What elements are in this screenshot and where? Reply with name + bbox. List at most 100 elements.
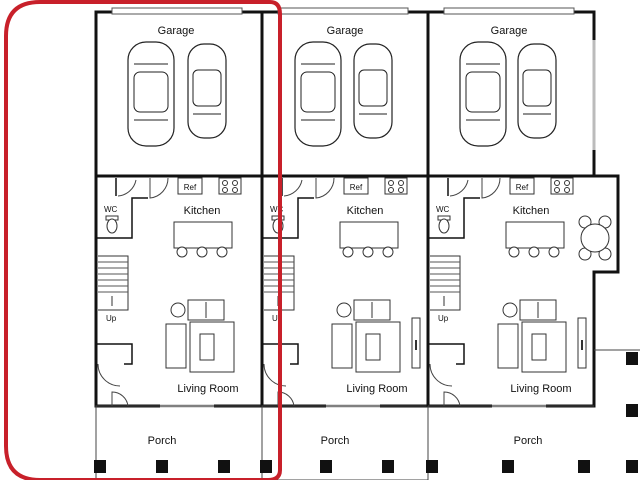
door-swing bbox=[111, 391, 129, 407]
garage-door bbox=[443, 7, 575, 15]
living-room-label: Living Room bbox=[346, 383, 407, 395]
stool bbox=[362, 246, 374, 258]
porch-label: Porch bbox=[148, 435, 177, 447]
porch-column bbox=[218, 460, 230, 473]
door-swing bbox=[449, 179, 469, 197]
porch-column bbox=[578, 460, 590, 473]
refrigerator bbox=[343, 177, 369, 195]
closet-wall bbox=[96, 343, 133, 365]
side-table bbox=[502, 302, 518, 318]
car-icon bbox=[459, 41, 507, 147]
porch-column bbox=[626, 404, 638, 417]
wc-label: WC bbox=[270, 205, 284, 214]
living-room-label: Living Room bbox=[510, 383, 571, 395]
armchair-icon bbox=[165, 323, 187, 369]
stove-icon bbox=[384, 177, 408, 195]
kitchen-island bbox=[339, 221, 399, 249]
car-icon bbox=[517, 43, 557, 139]
wc-label: WC bbox=[104, 205, 118, 214]
stool bbox=[216, 246, 228, 258]
car-icon bbox=[127, 41, 175, 147]
kitchen-island bbox=[505, 221, 565, 249]
stairs-label: Up bbox=[438, 314, 449, 323]
garage-door bbox=[277, 7, 409, 15]
tv-icon bbox=[411, 317, 421, 369]
house-outline bbox=[94, 174, 264, 408]
refrigerator bbox=[509, 177, 535, 195]
stool bbox=[196, 246, 208, 258]
porch-column bbox=[502, 460, 514, 473]
sofa-icon bbox=[187, 299, 225, 321]
door-swing bbox=[429, 363, 453, 387]
car-icon bbox=[353, 43, 393, 139]
porch-column bbox=[426, 460, 438, 473]
door-swing bbox=[97, 363, 121, 387]
stove-icon bbox=[218, 177, 242, 195]
armchair-icon bbox=[331, 323, 353, 369]
coffee-table bbox=[199, 333, 215, 361]
armchair-icon bbox=[497, 323, 519, 369]
kitchen-label: Kitchen bbox=[513, 205, 550, 217]
highlight-outline bbox=[4, 0, 282, 480]
stairs-label: Up bbox=[272, 314, 283, 323]
closet-wall bbox=[428, 343, 465, 365]
coffee-table bbox=[531, 333, 547, 361]
side-table bbox=[170, 302, 186, 318]
wc-wall bbox=[428, 197, 480, 239]
sofa-icon bbox=[519, 299, 557, 321]
unit-3: Garage WC Ref Kitche bbox=[426, 7, 640, 480]
stool bbox=[382, 246, 394, 258]
toilet-icon bbox=[437, 215, 451, 234]
ref-label: Ref bbox=[516, 183, 529, 192]
kitchen-island bbox=[173, 221, 233, 249]
dining-table-icon bbox=[578, 215, 612, 261]
stairs-label: Up bbox=[106, 314, 117, 323]
garage-label: Garage bbox=[327, 25, 364, 37]
car-icon bbox=[294, 41, 342, 147]
ref-label: Ref bbox=[350, 183, 363, 192]
porch-column bbox=[626, 352, 638, 365]
porch-column bbox=[626, 460, 638, 473]
porch-column bbox=[94, 460, 106, 473]
side-table bbox=[336, 302, 352, 318]
car-icon bbox=[187, 43, 227, 139]
door-swing bbox=[315, 177, 335, 199]
stove-icon bbox=[550, 177, 574, 195]
door-swing bbox=[443, 391, 461, 407]
stool bbox=[528, 246, 540, 258]
unit-2: Garage WC Ref Kitche bbox=[260, 7, 430, 480]
staircase bbox=[98, 255, 129, 311]
house-outline bbox=[260, 174, 430, 408]
door-swing bbox=[481, 177, 501, 199]
wc-label: WC bbox=[436, 205, 450, 214]
coffee-table bbox=[365, 333, 381, 361]
porch-label: Porch bbox=[321, 435, 350, 447]
stool bbox=[342, 246, 354, 258]
ref-label: Ref bbox=[184, 183, 197, 192]
door-swing bbox=[283, 179, 303, 197]
living-room-label: Living Room bbox=[177, 383, 238, 395]
wc-wall bbox=[262, 197, 314, 239]
porch-column bbox=[320, 460, 332, 473]
porch-column bbox=[260, 460, 272, 473]
garage-door bbox=[111, 7, 243, 15]
sofa-icon bbox=[353, 299, 391, 321]
porch-area bbox=[95, 405, 263, 480]
refrigerator bbox=[177, 177, 203, 195]
stool bbox=[176, 246, 188, 258]
staircase bbox=[430, 255, 461, 311]
unit-1: Garage WC Ref bbox=[94, 7, 264, 480]
door-swing bbox=[117, 179, 137, 197]
toilet-icon bbox=[105, 215, 119, 234]
door-swing bbox=[149, 177, 169, 199]
wc-wall bbox=[96, 197, 148, 239]
door-swing bbox=[263, 363, 287, 387]
porch-column bbox=[156, 460, 168, 473]
garage-label: Garage bbox=[491, 25, 528, 37]
porch-column bbox=[382, 460, 394, 473]
kitchen-label: Kitchen bbox=[347, 205, 384, 217]
porch-label: Porch bbox=[514, 435, 543, 447]
tv-icon bbox=[577, 317, 587, 369]
stool bbox=[548, 246, 560, 258]
